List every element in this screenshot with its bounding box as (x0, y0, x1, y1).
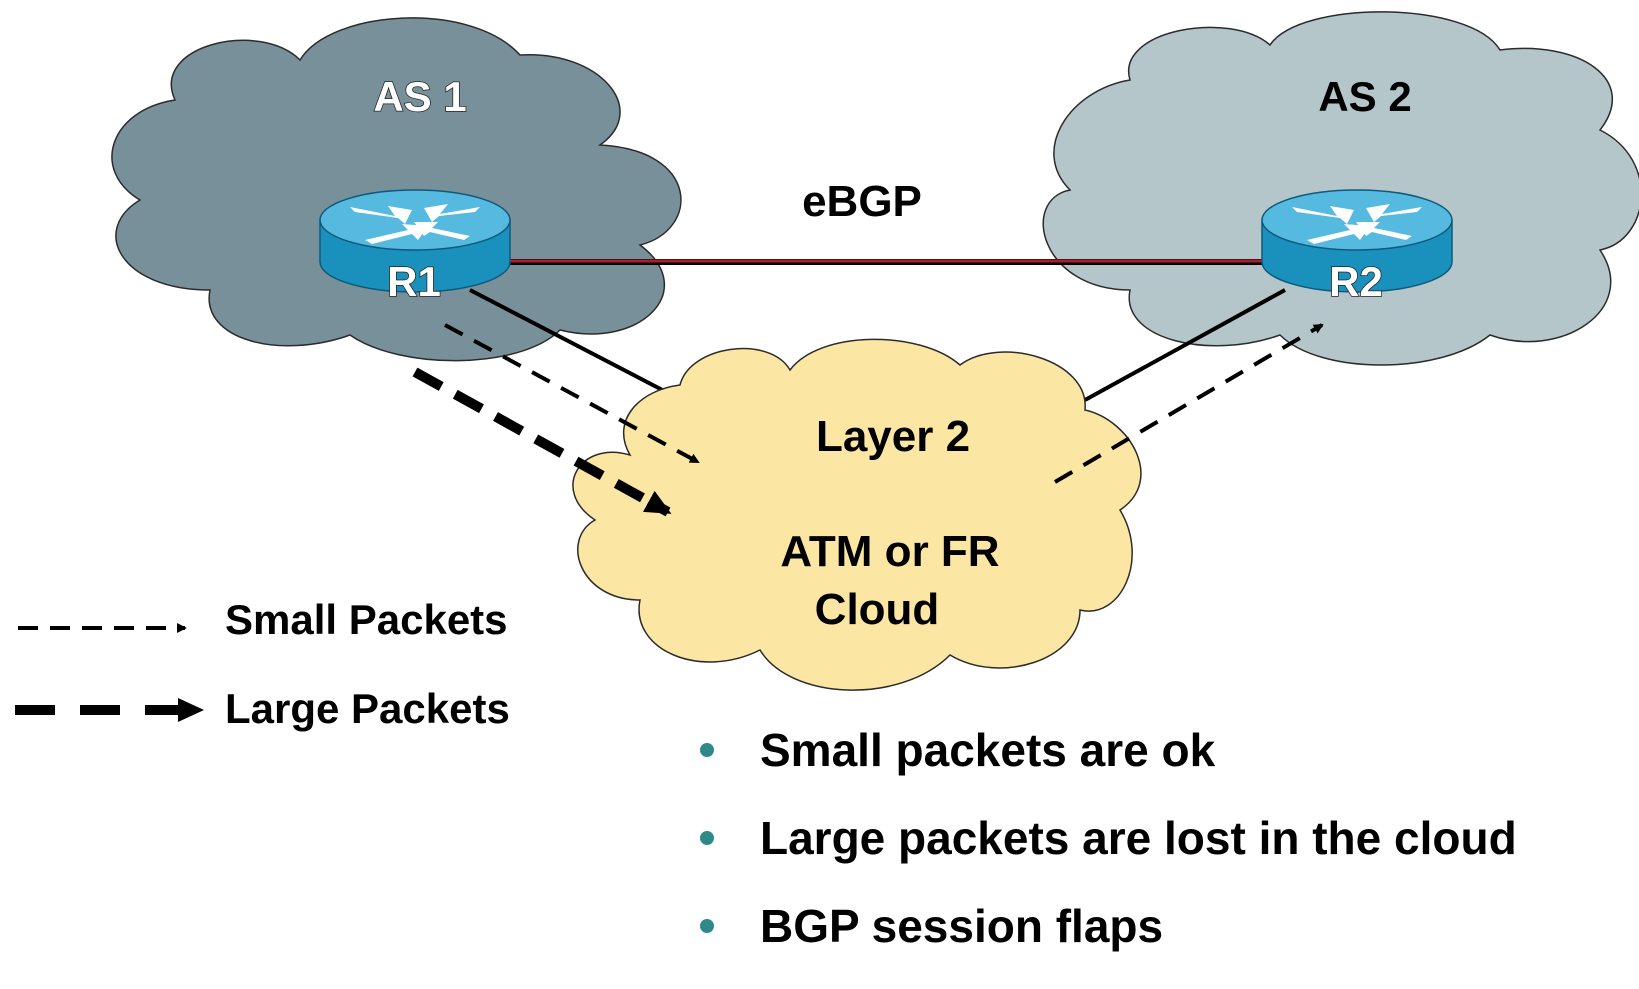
as2-cloud (1042, 11, 1639, 366)
layer2-cloud (572, 338, 1142, 691)
legend-large-label: Large Packets (225, 685, 510, 732)
bullet-dot-icon (700, 831, 714, 845)
bullet-item: Large packets are lost in the cloud (700, 813, 1517, 901)
network-diagram: eBGP Layer 2 ATM or FR Cloud AS 1 AS 2 R… (15, 11, 1639, 732)
small-packet-arrow-r1 (444, 323, 700, 464)
layer2-label: Layer 2 (816, 412, 970, 461)
ebgp-label: eBGP (802, 177, 922, 226)
legend-small-label: Small Packets (225, 596, 508, 643)
bullet-text: Small packets are ok (760, 724, 1216, 776)
bullet-text: Large packets are lost in the cloud (760, 812, 1517, 864)
large-packet-arrow-r1 (412, 367, 672, 517)
as1-label: AS 1 (373, 73, 466, 120)
r2-layer2-link (1084, 288, 1286, 402)
bullet-item: Small packets are ok (700, 725, 1517, 813)
bullet-dot-icon (700, 919, 714, 933)
r2-label: R2 (1329, 258, 1383, 305)
router-r1: R1 (319, 189, 511, 306)
bullet-list: Small packets are ok Large packets are l… (700, 725, 1517, 989)
router-icon (350, 204, 480, 244)
small-packet-arrow-r2 (1053, 323, 1324, 484)
as2-label: AS 2 (1318, 73, 1411, 120)
r1-layer2-link (469, 288, 673, 397)
router-r2: R2 (1261, 189, 1453, 306)
bullet-dot-icon (700, 743, 714, 757)
as1-cloud (111, 17, 682, 362)
layer2-cloud-label: Cloud (815, 585, 940, 634)
bullet-item: BGP session flaps (700, 901, 1517, 989)
bullet-text: BGP session flaps (760, 900, 1164, 952)
router-icon (1292, 204, 1422, 244)
legend: Small Packets Large Packets (15, 596, 510, 732)
layer2-type-label: ATM or FR (780, 527, 999, 576)
r1-label: R1 (387, 258, 441, 305)
